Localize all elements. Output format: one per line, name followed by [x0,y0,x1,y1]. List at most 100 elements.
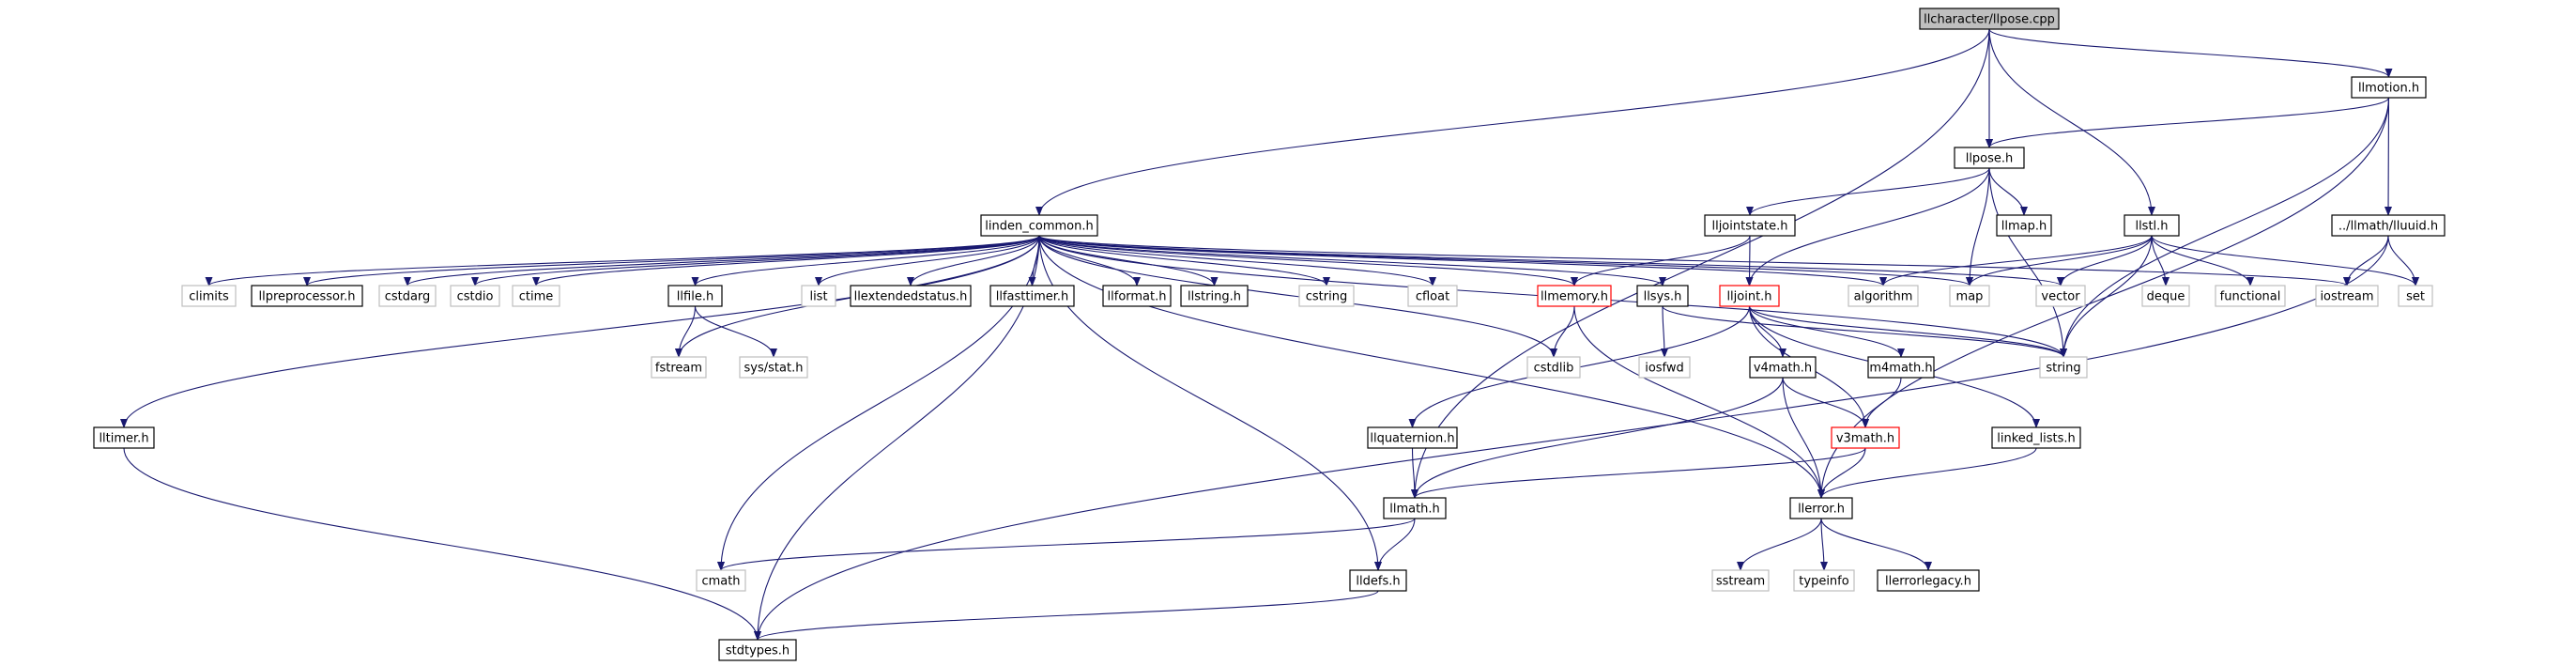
node-box [1831,426,1900,449]
node-label: llstl.h [2135,220,2168,234]
node-llstring-h[interactable]: llstring.h [1180,285,1249,307]
node-label: iosfwd [1645,362,1684,376]
node-label: cstdlib [1534,362,1574,376]
edge-llpose_h-to-map [1966,167,1990,287]
node-llmotion-h[interactable]: llmotion.h [2351,76,2427,99]
node-label: climits [189,290,229,304]
edge-lltimer_h-to-stdtypes_h [123,447,761,641]
node-linden-common-h[interactable]: linden_common.h [980,214,1098,237]
node-label: linked_lists.h [1997,432,2076,446]
edge-lljointstate_h-to-lljoint_h [1745,235,1754,287]
node-llformat-h[interactable]: llformat.h [1102,285,1172,307]
node-llpose-h[interactable]: llpose.h [1954,147,2025,169]
node-box [251,285,363,307]
node-llpreprocessor-h[interactable]: llpreprocessor.h [251,285,363,307]
node-llmemory-h[interactable]: llmemory.h [1537,285,1612,307]
node-llfasttimer-h[interactable]: llfasttimer.h [989,285,1075,307]
edge-m4math_h-to-v3math_h [1862,377,1902,428]
node-label: llformat.h [1108,290,1167,304]
node-llerrorlegacy-h[interactable]: llerrorlegacy.h [1877,569,1980,592]
node-label: llmemory.h [1541,290,1608,304]
node-linked-lists-h[interactable]: linked_lists.h [1991,426,2081,449]
edge-linden_common_h-to-cstdarg [404,235,1040,287]
node-lljointstate-h[interactable]: lljointstate.h [1704,214,1796,237]
node-box [1526,356,1581,379]
node-cfloat: cfloat [1407,285,1458,307]
node-label: fstream [655,362,702,376]
node-map: map [1949,285,1990,307]
node-cstdarg: cstdarg [378,285,437,307]
node-llquaternion-h[interactable]: llquaternion.h [1367,426,1458,449]
node-box [1180,285,1249,307]
node-lljoint-h[interactable]: lljoint.h [1719,285,1780,307]
node-box [1636,285,1689,307]
edge-linden_common_h-to-llerror_h [1038,235,1825,499]
node-box [1991,426,2081,449]
edge-linden_common_h-to-cstdlib [1038,235,1557,358]
node-label: deque [2147,290,2185,304]
node-box [1383,497,1447,519]
node-set: set [2398,285,2433,307]
node-label: algorithm [1854,290,1913,304]
node-label: ../llmath/lluuid.h [2338,220,2438,234]
node-list: list [801,285,836,307]
node-box [667,285,723,307]
edge-linden_common_h-to-climits [205,235,1040,287]
node-v4math-h[interactable]: v4math.h [1749,356,1817,379]
node-box [1919,8,2060,30]
edge-llpose_h-to-lljointstate_h [1746,167,1990,216]
node-lluuid-h[interactable]: ../llmath/lluuid.h [2331,214,2446,237]
node-llmath-h[interactable]: llmath.h [1383,497,1447,519]
edge-llstl_h-to-deque [2151,235,2170,287]
node-box [718,639,797,661]
edge-linden_common_h-to-list [815,235,1040,287]
edge-lluuid_h-to-iostream [2343,235,2389,287]
node-m4math-h[interactable]: m4math.h [1867,356,1935,379]
node-box [1407,285,1458,307]
node-box [1996,214,2052,237]
node-fstream: fstream [651,356,707,379]
edge-lljoint_h-to-string [1748,305,2067,358]
node-box [980,214,1098,237]
edge-llstl_h-to-set [2151,235,2419,287]
node-label: m4math.h [1869,362,1932,376]
node-label: typeinfo [1799,575,1848,589]
node-llpose-cpp[interactable]: llcharacter/llpose.cpp [1919,8,2060,30]
node-llmap-h[interactable]: llmap.h [1996,214,2052,237]
edge-lljoint_h-to-llquaternion_h [1408,305,1751,428]
node-label: llerrorlegacy.h [1885,575,1971,589]
node-stdtypes-h[interactable]: stdtypes.h [718,639,797,661]
node-llextendedstatus-h[interactable]: llextendedstatus.h [850,285,972,307]
edge-llsys_h-to-string [1662,305,2067,358]
node-llerror-h[interactable]: llerror.h [1789,497,1853,519]
node-label: llstring.h [1188,290,1241,304]
node-cstring: cstring [1298,285,1355,307]
node-climits: climits [181,285,237,307]
node-llsys-h[interactable]: llsys.h [1636,285,1689,307]
node-box [2351,76,2427,99]
node-box [2124,214,2180,237]
edge-v4math_h-to-v3math_h [1782,377,1869,428]
edge-linden_common_h-to-lltimer_h [120,235,1040,428]
node-box [93,426,155,449]
node-label: v3math.h [1836,432,1894,446]
node-label: string [2046,362,2080,376]
node-label: sys/stat.h [744,362,804,376]
node-box [181,285,237,307]
node-label: llpose.h [1966,152,2014,166]
node-label: llmath.h [1389,503,1440,517]
node-sstream: sstream [1711,569,1770,592]
node-llfile-h[interactable]: llfile.h [667,285,723,307]
node-typeinfo: typeinfo [1793,569,1855,592]
node-v3math-h[interactable]: v3math.h [1831,426,1900,449]
edge-llmemory_h-to-llerror_h [1573,305,1825,499]
node-box [850,285,972,307]
edge-v3math_h-to-llmath_h [1411,447,1866,499]
edge-linden_common_h-to-cfloat [1038,235,1436,287]
node-lldefs-h[interactable]: lldefs.h [1349,569,1407,592]
node-box [2039,356,2088,379]
node-box [1298,285,1355,307]
node-lltimer-h[interactable]: lltimer.h [93,426,155,449]
node-llstl-h[interactable]: llstl.h [2124,214,2180,237]
